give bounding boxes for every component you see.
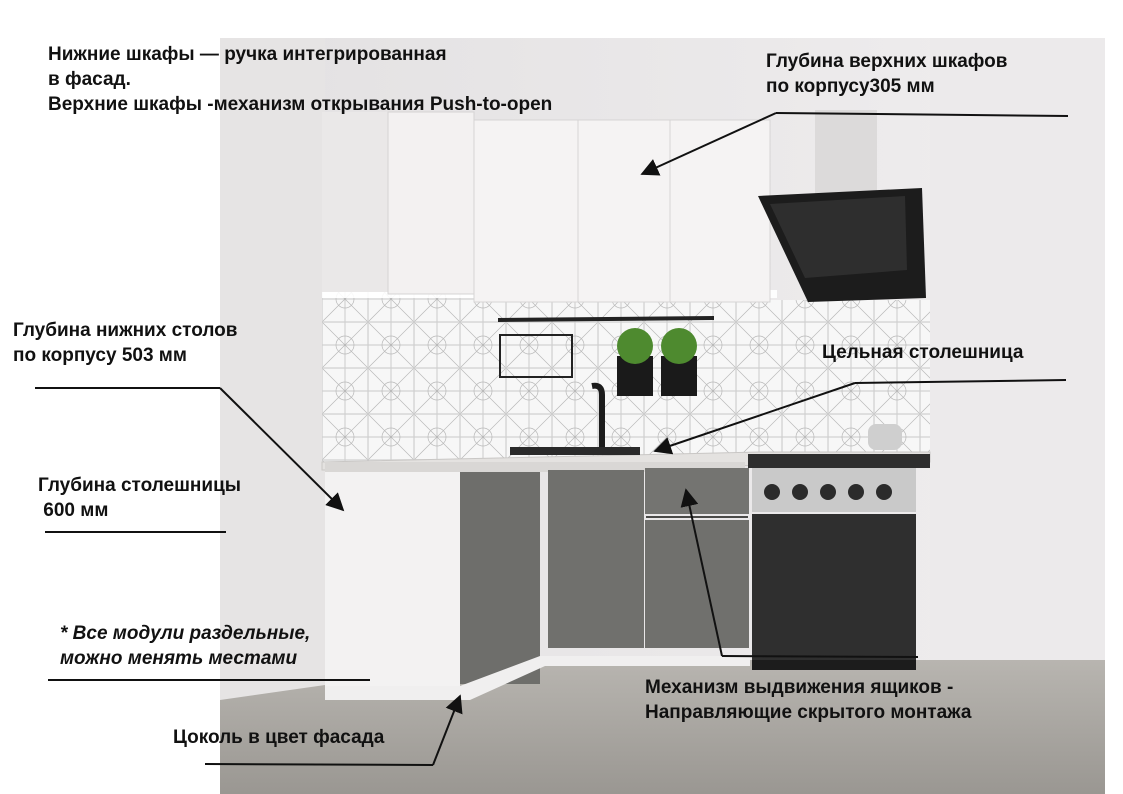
lower-depth-annotation: Глубина нижних столов по корпусу 503 мм <box>13 318 237 368</box>
drawer-mech-line-1: Механизм выдвижения ящиков - <box>645 677 954 698</box>
upper-depth-underline <box>775 112 1069 117</box>
upper-cabinet-4 <box>669 119 771 303</box>
handles-annotation: Нижние шкафы — ручка интегрированная в ф… <box>48 42 552 117</box>
plinth-annotation: Цоколь в цвет фасада <box>173 725 384 750</box>
lower-side-panel <box>325 468 460 686</box>
countertop-solid-arrow <box>653 382 856 455</box>
stove-knob-3 <box>820 484 836 500</box>
upper-cabinet-2 <box>473 119 579 303</box>
lower-depth-arrow <box>219 387 345 512</box>
backsplash-side <box>322 292 477 462</box>
drawer-mech-annotation: Механизм выдвижения ящиков - Направляющи… <box>645 675 971 725</box>
stove-knob-1 <box>764 484 780 500</box>
spice-shelf <box>499 334 573 378</box>
drawer-mech-line-2: Направляющие скрытого монтажа <box>645 702 972 723</box>
lower-cabinet-corner <box>460 472 540 684</box>
lower-cabinet-sink <box>548 470 644 648</box>
lower-drawer-top <box>645 468 749 514</box>
stove-knob-4 <box>848 484 864 500</box>
countertop-solid-label: Цельная столешница <box>822 342 1024 363</box>
faucet <box>591 382 605 452</box>
stove-top <box>748 454 930 468</box>
modules-note: * Все модули раздельные, можно менять ме… <box>60 621 310 671</box>
plinth-underline <box>204 763 434 766</box>
oven-base <box>752 660 916 670</box>
hood-chimney <box>815 110 877 198</box>
oven-door <box>752 514 916 660</box>
countertop-depth-line-1: Глубина столешницы <box>38 475 241 496</box>
countertop-depth-annotation: Глубина столешницы 600 мм <box>38 473 241 523</box>
right-wall <box>930 38 1105 683</box>
upper-depth-arrow <box>640 112 777 176</box>
upper-depth-line-1: Глубина верхних шкафов <box>766 51 1008 72</box>
herb-leaves-2 <box>661 328 697 364</box>
stove-knob-5 <box>876 484 892 500</box>
modules-note-line-1: * Все модули раздельные, <box>60 623 311 644</box>
upper-depth-line-2: по корпусу305 мм <box>766 76 935 97</box>
herb-leaves-1 <box>617 328 653 364</box>
kitchen-rail <box>497 316 715 322</box>
lower-depth-line-1: Глубина нижних столов <box>13 320 238 341</box>
handles-line-2: в фасад. <box>48 69 131 90</box>
stove-knob-2 <box>792 484 808 500</box>
drawer-mech-underline <box>721 655 919 658</box>
backsplash-back <box>477 300 930 462</box>
hood-reflection <box>770 196 907 278</box>
sink <box>510 447 640 455</box>
upper-depth-annotation: Глубина верхних шкафов по корпусу305 мм <box>766 49 1007 99</box>
side-wall <box>220 38 325 718</box>
upper-cabinet-1 <box>387 111 475 295</box>
modules-note-line-2: можно менять местами <box>60 648 298 669</box>
upper-cabinet-3 <box>577 119 671 303</box>
kettle <box>868 424 902 450</box>
handles-line-1: Нижние шкафы — ручка интегрированная <box>48 44 447 65</box>
drawer-mech-arrow <box>680 488 723 657</box>
plinth-arrow <box>432 694 463 766</box>
countertop-depth-line-2: 600 мм <box>38 500 109 521</box>
countertop-edge <box>325 462 745 472</box>
countertop-solid-annotation: Цельная столешница <box>822 340 1023 365</box>
handles-line-3: Верхние шкафы -механизм открывания Push-… <box>48 94 553 115</box>
plinth <box>325 656 750 700</box>
plinth-label: Цоколь в цвет фасада <box>173 727 385 748</box>
lower-depth-line-2: по корпусу 503 мм <box>13 345 187 366</box>
countertop-solid-underline <box>854 379 1067 384</box>
